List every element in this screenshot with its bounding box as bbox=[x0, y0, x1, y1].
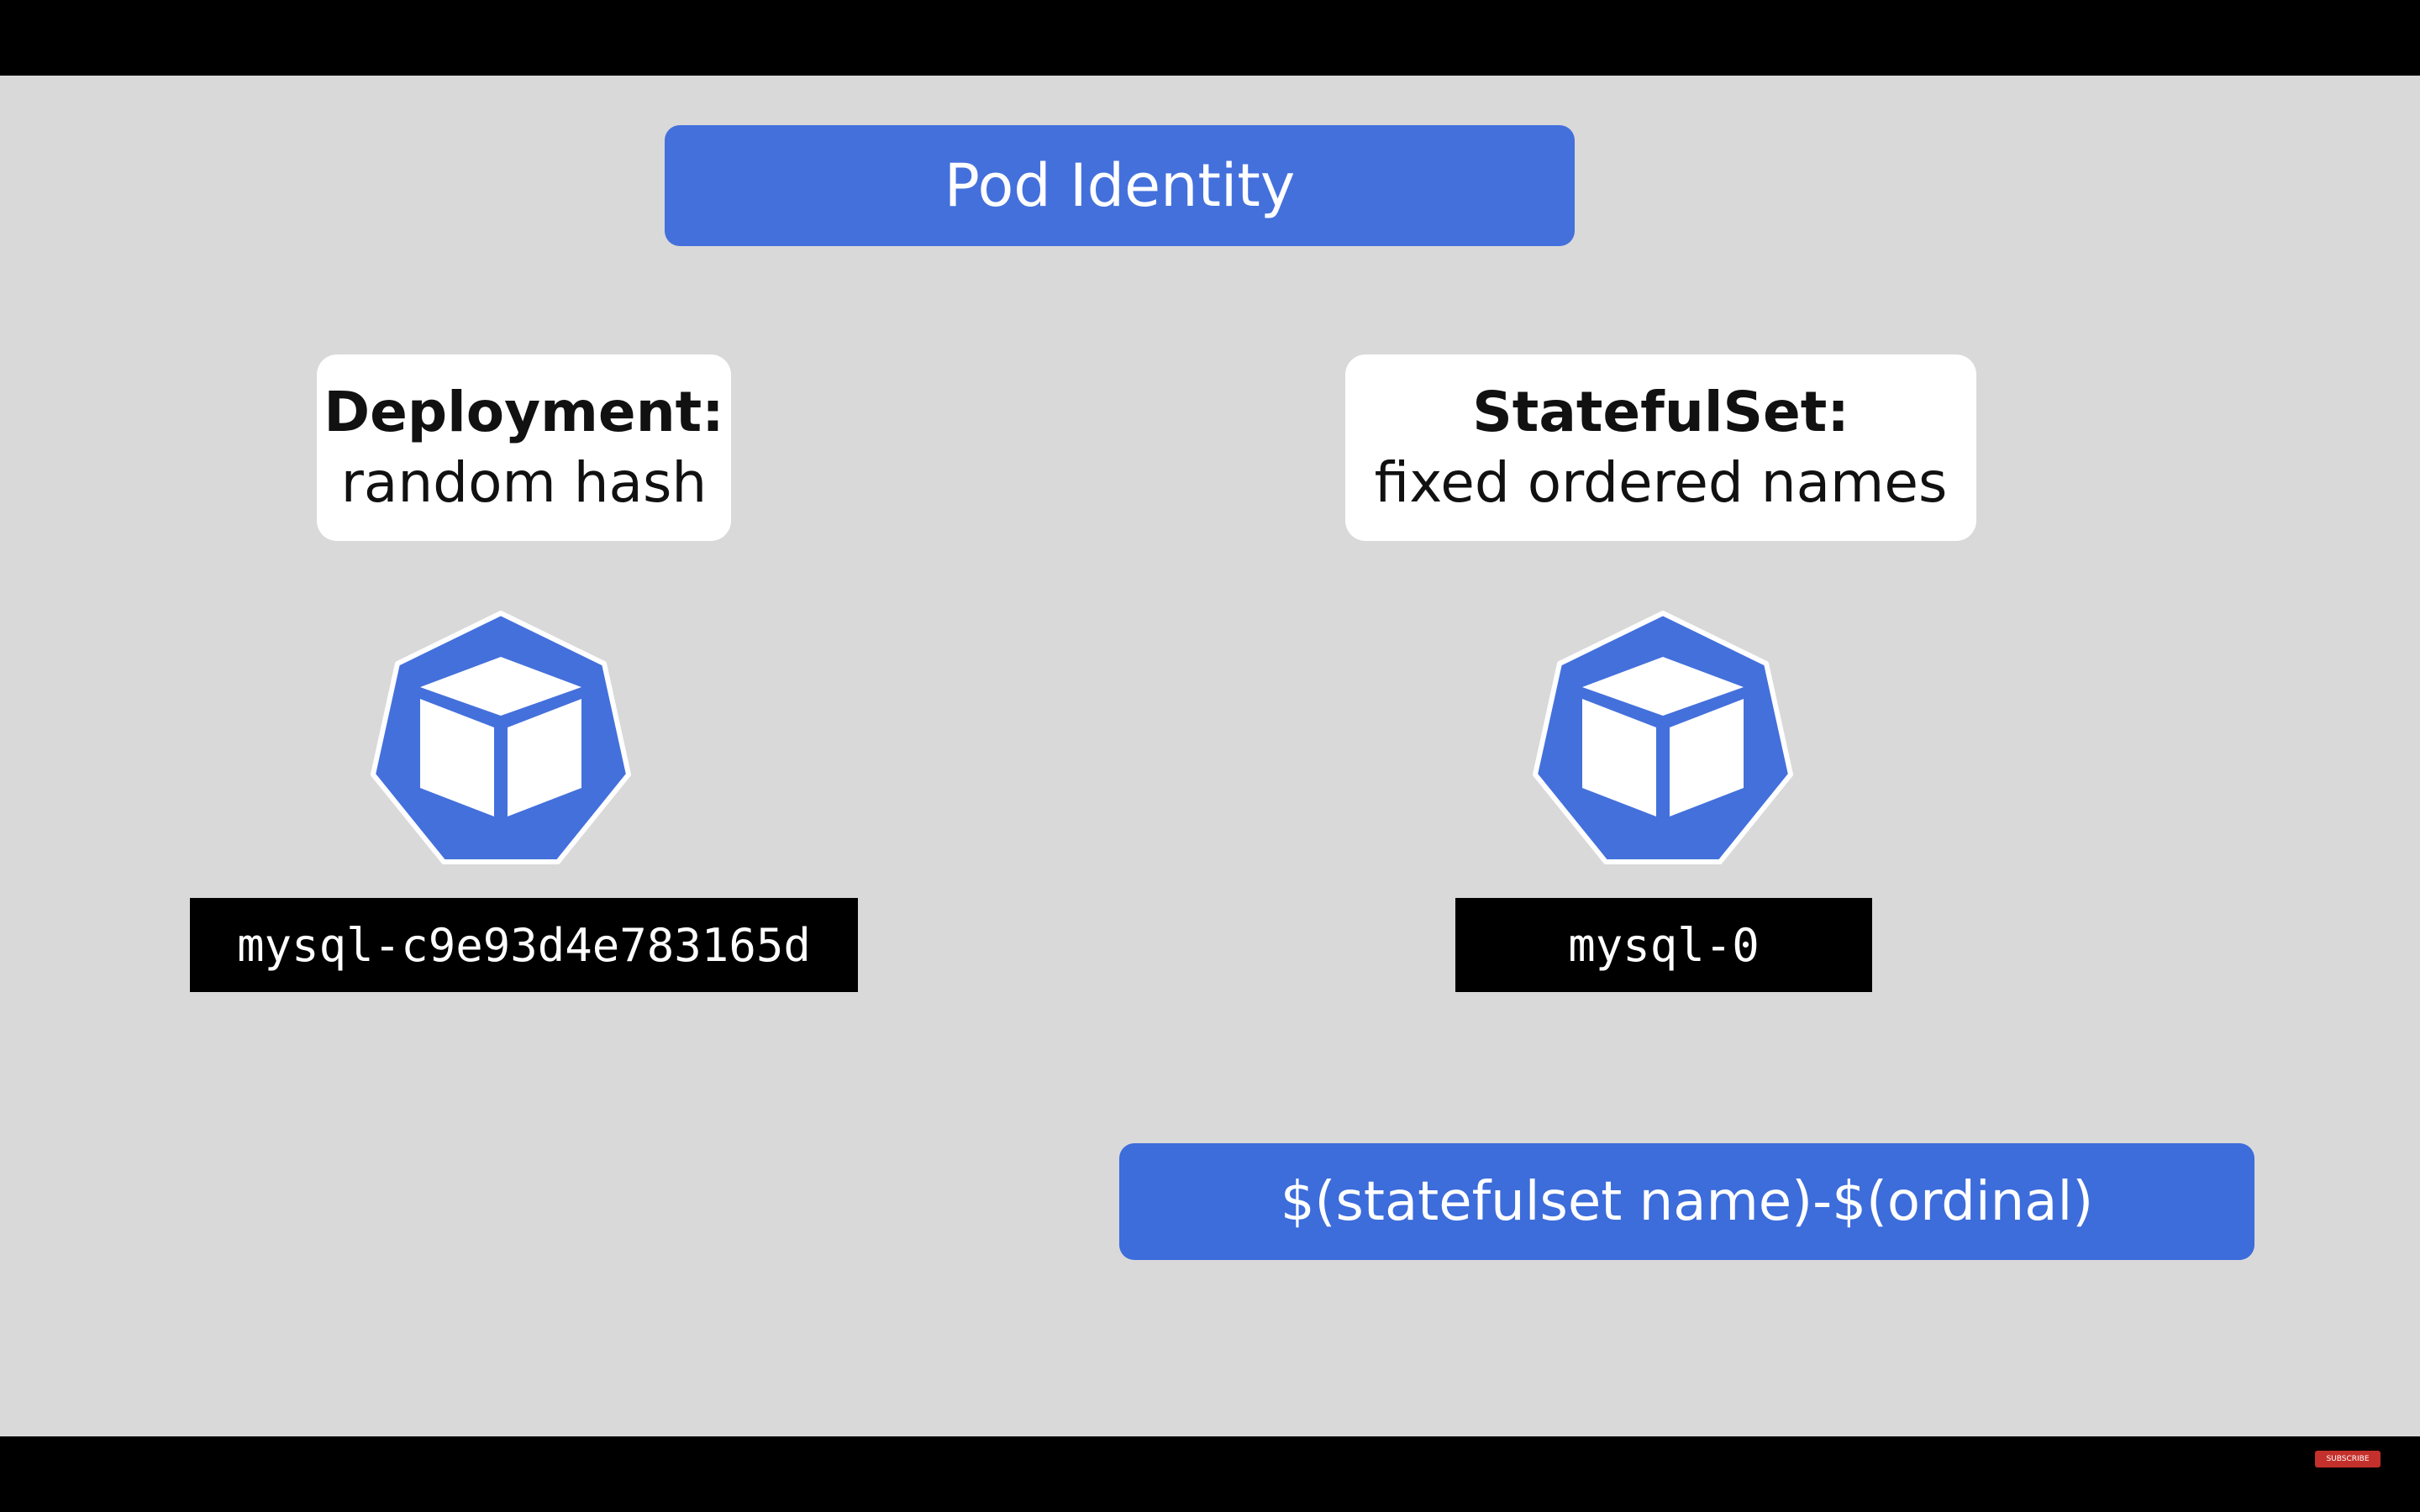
slide-title: Pod Identity bbox=[665, 125, 1575, 246]
slide: Pod Identity Deployment: random hash Sta… bbox=[0, 76, 2420, 1436]
kubernetes-pod-icon bbox=[371, 611, 631, 864]
deployment-pod-name: mysql-c9e93d4e783165d bbox=[190, 898, 858, 992]
statefulset-pod-name: mysql-0 bbox=[1455, 898, 1872, 992]
statefulset-label-card: StatefulSet: fixed ordered names bbox=[1345, 354, 1976, 541]
deployment-heading: Deployment: bbox=[324, 380, 724, 444]
statefulset-naming-formula: $(statefulset name)-$(ordinal) bbox=[1119, 1143, 2254, 1260]
deployment-description: random hash bbox=[340, 450, 708, 515]
kubernetes-pod-icon bbox=[1533, 611, 1793, 864]
statefulset-heading: StatefulSet: bbox=[1472, 380, 1849, 444]
deployment-label-card: Deployment: random hash bbox=[317, 354, 731, 541]
subscribe-button[interactable]: SUBSCRIBE bbox=[2315, 1451, 2381, 1467]
statefulset-description: fixed ordered names bbox=[1374, 450, 1948, 515]
